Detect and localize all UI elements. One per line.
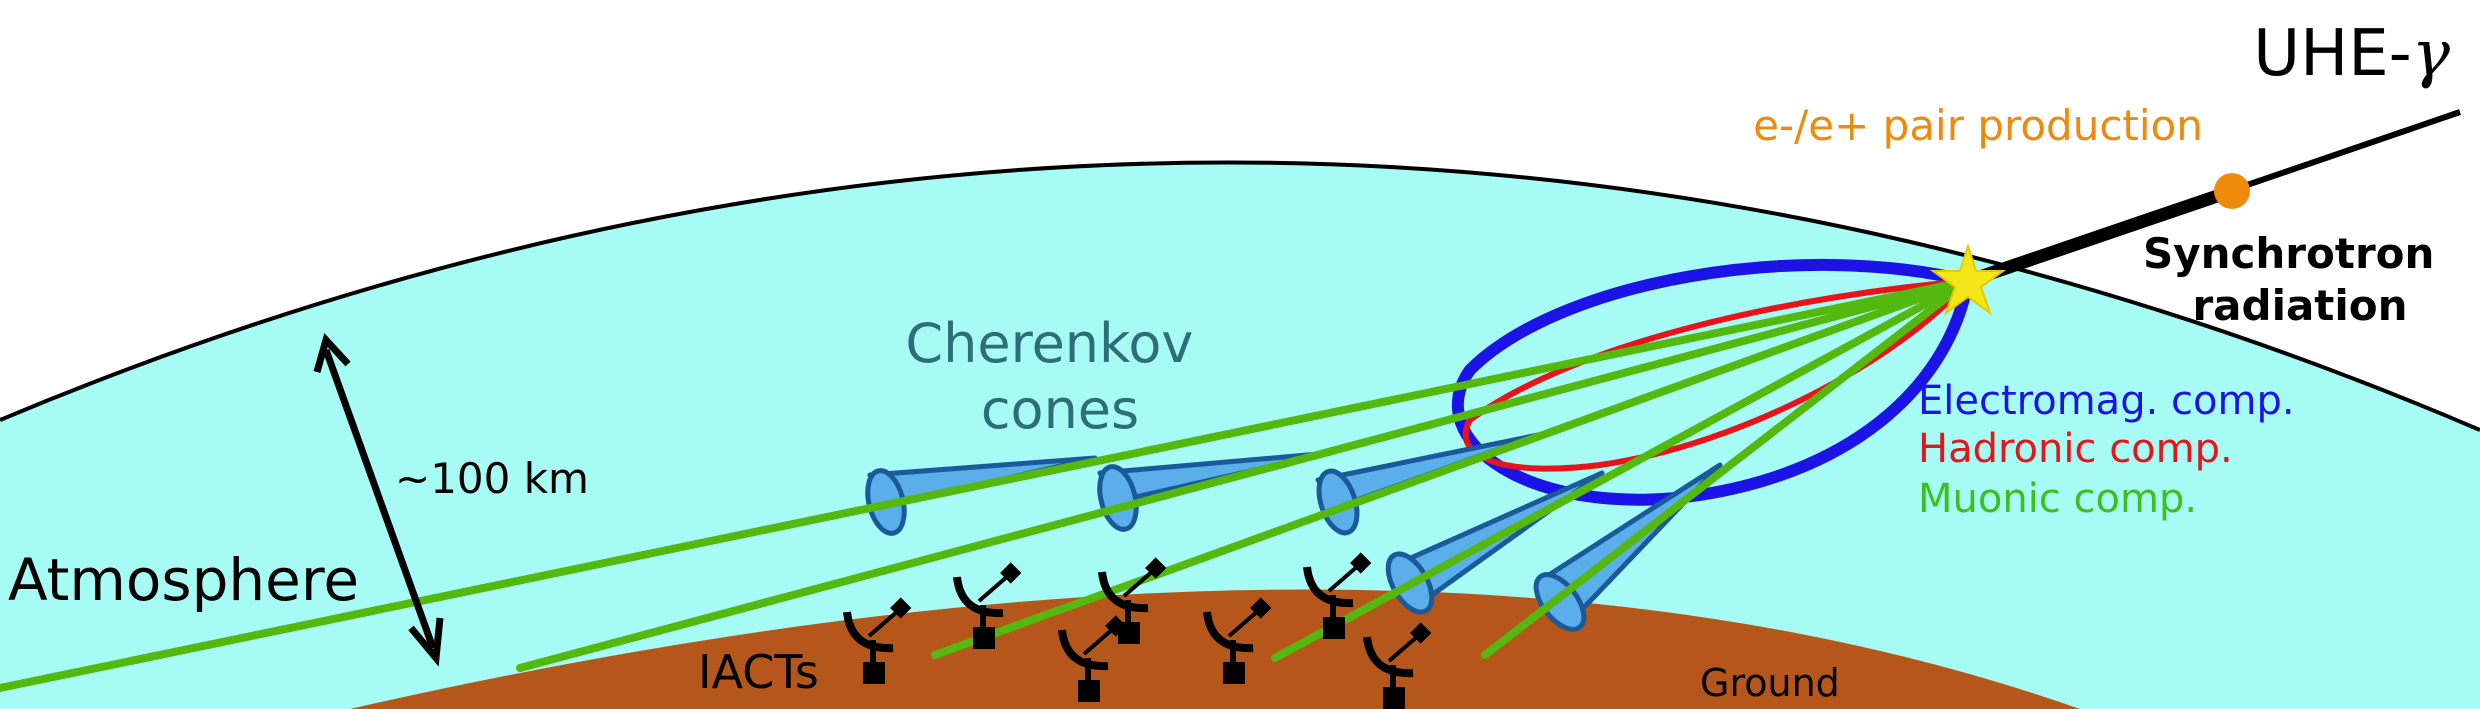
component-legend: Electromag. comp. Hadronic comp. Muonic … [1918, 378, 2295, 522]
cherenkov-label-line1: Cherenkov [905, 312, 1193, 375]
legend-electromag: Electromag. comp. [1918, 378, 2295, 424]
cherenkov-label: Cherenkov cones [905, 312, 1210, 441]
pair-production-point [2214, 173, 2250, 209]
ground-label: Ground [1700, 661, 1840, 705]
legend-muonic: Muonic comp. [1918, 476, 2197, 522]
atmosphere-boundary [0, 160, 2480, 432]
atmosphere-label: Atmosphere [8, 546, 359, 614]
iacts-label: IACTs [698, 645, 819, 699]
synchrotron-label-line2: radiation [2192, 281, 2407, 330]
cherenkov-label-line2: cones [981, 378, 1139, 441]
primary-label: UHE-γ [2253, 17, 2451, 91]
pair-production-label: e-/e+ pair production [1753, 101, 2203, 150]
height-label: ~100 km [395, 454, 589, 503]
synchrotron-track-segment [1961, 184, 2239, 288]
muon-track [516, 277, 1972, 672]
muon-track [1481, 277, 1972, 659]
synchrotron-label-line1: Synchrotron [2143, 229, 2434, 278]
ground-region [350, 589, 2080, 709]
muon-track [0, 277, 1972, 692]
legend-hadronic: Hadronic comp. [1918, 426, 2233, 472]
star-icon [1929, 242, 2007, 316]
cherenkov-cone-base [1316, 468, 1360, 536]
synchrotron-label: Synchrotron radiation [2143, 229, 2449, 330]
double-arrow-icon [313, 333, 444, 667]
atmosphere-region [0, 162, 2480, 709]
muon-track [1271, 277, 1972, 662]
